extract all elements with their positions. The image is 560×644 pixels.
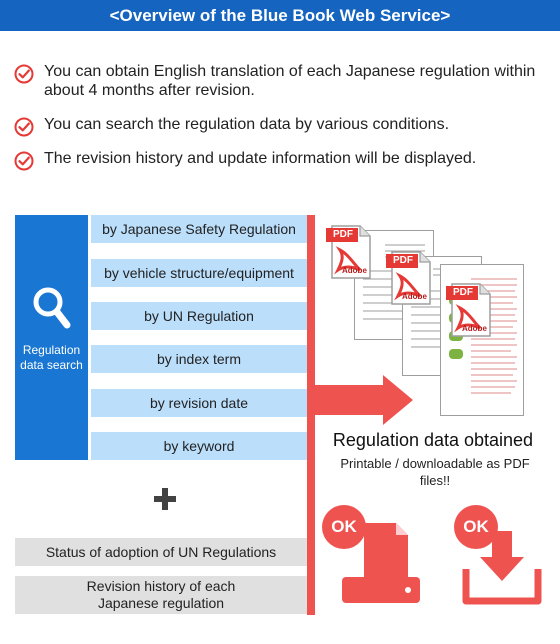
printer-icon [322, 505, 420, 603]
pdf-file-icon: PDF Adobe [386, 250, 434, 306]
pdf-file-icon: PDF Adobe [326, 224, 374, 280]
divider-bar [307, 215, 315, 615]
pdf-badge: PDF [453, 287, 473, 298]
feature-item: You can obtain English translation of ea… [14, 62, 544, 102]
status-un-adoption[interactable]: Status of adoption of UN Regulations [15, 538, 307, 566]
search-option-index-term[interactable]: by index term [91, 345, 307, 373]
search-option-vehicle-structure[interactable]: by vehicle structure/equipment [91, 259, 307, 287]
adobe-label: Adobe [462, 324, 487, 333]
check-circle-icon [14, 117, 34, 137]
search-option-keyword[interactable]: by keyword [91, 432, 307, 460]
feature-text: The revision history and update informat… [44, 150, 477, 167]
feature-text: You can search the regulation data by va… [44, 116, 450, 133]
search-option-japanese-safety-regulation[interactable]: by Japanese Safety Regulation [91, 215, 307, 243]
pdf-documents-illustration: PDF Adobe PDF Adobe PDF Adobe [322, 222, 552, 427]
result-subtitle: Printable / downloadable as PDF files!! [340, 456, 530, 488]
adobe-label: Adobe [402, 292, 427, 301]
magnifier-icon [33, 287, 71, 329]
regulation-search-panel: Regulation data search [15, 215, 88, 460]
pdf-badge: PDF [393, 255, 413, 266]
search-panel-label: Regulation data search [20, 343, 83, 372]
page-title: <Overview of the Blue Book Web Service> [0, 0, 560, 31]
check-circle-icon [14, 151, 34, 171]
pdf-badge: PDF [333, 229, 353, 240]
check-circle-icon [14, 64, 34, 84]
status-revision-history[interactable]: Revision history of each Japanese regula… [15, 576, 307, 614]
pdf-file-icon: PDF Adobe [446, 282, 494, 338]
adobe-label: Adobe [342, 266, 367, 275]
download-action[interactable]: OK [444, 505, 548, 609]
right-arrow-icon [315, 375, 413, 425]
ok-badge: OK [331, 517, 357, 536]
result-title: Regulation data obtained [332, 430, 534, 450]
status-revision-history-label: Revision history of each Japanese regula… [86, 578, 236, 611]
download-icon [454, 505, 542, 605]
ok-badge: OK [463, 517, 489, 536]
search-option-un-regulation[interactable]: by UN Regulation [91, 302, 307, 330]
print-action[interactable]: OK [322, 505, 422, 609]
feature-item: You can search the regulation data by va… [14, 115, 544, 137]
search-option-revision-date[interactable]: by revision date [91, 389, 307, 417]
plus-icon [154, 488, 176, 510]
feature-item: The revision history and update informat… [14, 149, 544, 171]
feature-text: You can obtain English translation of ea… [44, 63, 536, 99]
